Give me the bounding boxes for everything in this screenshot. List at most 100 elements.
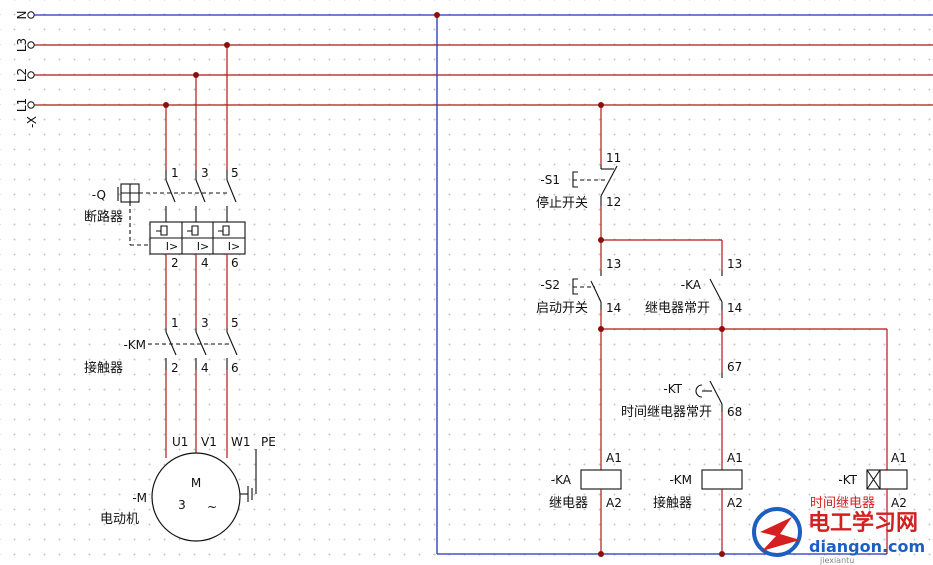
- motor-body-icon: [151, 452, 241, 542]
- kt-term-top: 67: [727, 360, 742, 374]
- thermal-trip-icon: [218, 225, 230, 236]
- contactor-term: 5: [231, 316, 239, 330]
- contactor-km-main: 1 3 5 2 4 6 -KM 接触器: [84, 316, 239, 376]
- breaker-term: 3: [201, 166, 209, 180]
- s2-name: 启动开关: [536, 301, 588, 316]
- motor-m: M 3 ~ U1 V1 W1 PE -M 电动机: [100, 435, 276, 542]
- bus-l2-label: L2: [15, 68, 29, 82]
- terminal-l2-icon: [27, 71, 35, 79]
- bus-n-label: N: [15, 11, 29, 20]
- coil-kt-a1: A1: [891, 451, 907, 465]
- bus-bars: N L3 L2 L1 -X: [15, 11, 933, 128]
- coil-kt-tag: -KT: [838, 473, 857, 487]
- breaker-term: 1: [171, 166, 179, 180]
- kt-contact-tag: -KT: [663, 382, 682, 396]
- breaker-term: 5: [231, 166, 239, 180]
- s1-name: 停止开关: [536, 195, 588, 211]
- contactor-term: 6: [231, 361, 239, 375]
- motor-tag: -M: [132, 491, 147, 505]
- contactor-tag: -KM: [123, 338, 146, 352]
- x-tag-label: -X: [25, 116, 39, 128]
- lightning-icon: [760, 517, 800, 551]
- breaker-term: 4: [201, 256, 209, 270]
- motor-phases: 3: [178, 498, 186, 512]
- coil-km-name: 接触器: [653, 495, 692, 511]
- watermark: 电工学习网 diangon.com jiexiantu: [752, 507, 925, 565]
- breaker-q: I> I> I> 1 3 5 2 4 6 -Q 断路器: [84, 166, 246, 270]
- junction-dot: [598, 551, 604, 557]
- coil-ka-a2: A2: [606, 496, 622, 510]
- ka-contact-name: 继电器常开: [645, 301, 710, 316]
- contactor-term: 1: [171, 316, 179, 330]
- trip-glyph: I>: [228, 240, 240, 253]
- junction-dot: [434, 12, 440, 18]
- s1-tag: -S1: [540, 173, 560, 187]
- s1-term-bot: 12: [606, 195, 621, 209]
- junction-dot: [719, 551, 725, 557]
- junction-dot: [224, 42, 230, 48]
- coil-km-a1: A1: [727, 451, 743, 465]
- s1-term-top: 11: [606, 151, 621, 165]
- motor-term-v1: V1: [201, 435, 217, 449]
- motor-term-pe: PE: [261, 435, 276, 449]
- bus-l1-label: L1: [15, 98, 29, 112]
- ka-contact-tag: -KA: [681, 278, 702, 292]
- relay-coil-icon: [580, 469, 622, 490]
- motor-name: 电动机: [100, 512, 139, 527]
- junction-dot: [719, 326, 725, 332]
- contactor-coil-icon: [701, 469, 743, 490]
- ka-term-top: 13: [727, 257, 742, 271]
- bus-l3-label: L3: [15, 38, 29, 52]
- watermark-title: 电工学习网: [808, 510, 918, 536]
- coil-kt-name: 时间继电器: [810, 496, 875, 511]
- power-circuit: I> I> I> 1 3 5 2 4 6 -Q 断路器: [84, 42, 276, 542]
- thermal-trip-icon: [187, 225, 199, 236]
- s2-term-top: 13: [606, 257, 621, 271]
- junction-dot: [193, 72, 199, 78]
- trip-glyph: I>: [197, 240, 209, 253]
- watermark-pinyin: jiexiantu: [819, 556, 854, 565]
- coil-ka-a1: A1: [606, 451, 622, 465]
- coil-km-tag: -KM: [669, 473, 692, 487]
- ka-term-bot: 14: [727, 301, 742, 315]
- control-circuit: 11 12 -S1 停止开关 13 14 -S2 启动开关 13: [434, 12, 908, 557]
- ac-wave-icon: ~: [207, 500, 217, 514]
- s2-term-bot: 14: [606, 301, 621, 315]
- watermark-site: diangon.com: [809, 537, 925, 556]
- start-switch-s2: 13 14 -S2 启动开关: [536, 257, 621, 316]
- coil-kt: A1 A2 -KT 时间继电器: [810, 451, 908, 511]
- trip-glyph: I>: [166, 240, 178, 253]
- coil-ka: A1 A2 -KA 继电器: [549, 451, 622, 511]
- stop-switch-s1: 11 12 -S1 停止开关: [536, 151, 621, 211]
- terminal-l3-icon: [27, 41, 35, 49]
- coil-kt-a2: A2: [891, 496, 907, 510]
- motor-term-u1: U1: [172, 435, 188, 449]
- junction-dot: [163, 102, 169, 108]
- kt-contact: 67 68 -KT 时间继电器常开: [621, 360, 742, 420]
- breaker-term: 2: [171, 256, 179, 270]
- coil-km: A1 A2 -KM 接触器: [653, 451, 743, 511]
- terminal-n-icon: [27, 11, 35, 19]
- contactor-name: 接触器: [84, 360, 123, 376]
- junction-dot: [598, 102, 604, 108]
- coil-km-a2: A2: [727, 496, 743, 510]
- breaker-term: 6: [231, 256, 239, 270]
- contactor-term: 2: [171, 361, 179, 375]
- ka-contact: 13 14 -KA 继电器常开: [645, 257, 742, 316]
- junction-dot: [598, 326, 604, 332]
- terminal-l1-icon: [27, 101, 35, 109]
- coil-ka-name: 继电器: [549, 496, 588, 511]
- motor-letter: M: [191, 476, 201, 490]
- timer-arc-icon: [695, 384, 703, 398]
- motor-term-w1: W1: [231, 435, 251, 449]
- contactor-term: 3: [201, 316, 209, 330]
- breaker-name: 断路器: [84, 209, 123, 225]
- breaker-tag: -Q: [92, 188, 106, 202]
- kt-contact-name: 时间继电器常开: [621, 405, 712, 420]
- thermal-trip-icon: [156, 225, 168, 236]
- kt-term-bot: 68: [727, 405, 742, 419]
- junction-dot: [598, 237, 604, 243]
- s2-tag: -S2: [540, 278, 560, 292]
- coil-ka-tag: -KA: [551, 473, 572, 487]
